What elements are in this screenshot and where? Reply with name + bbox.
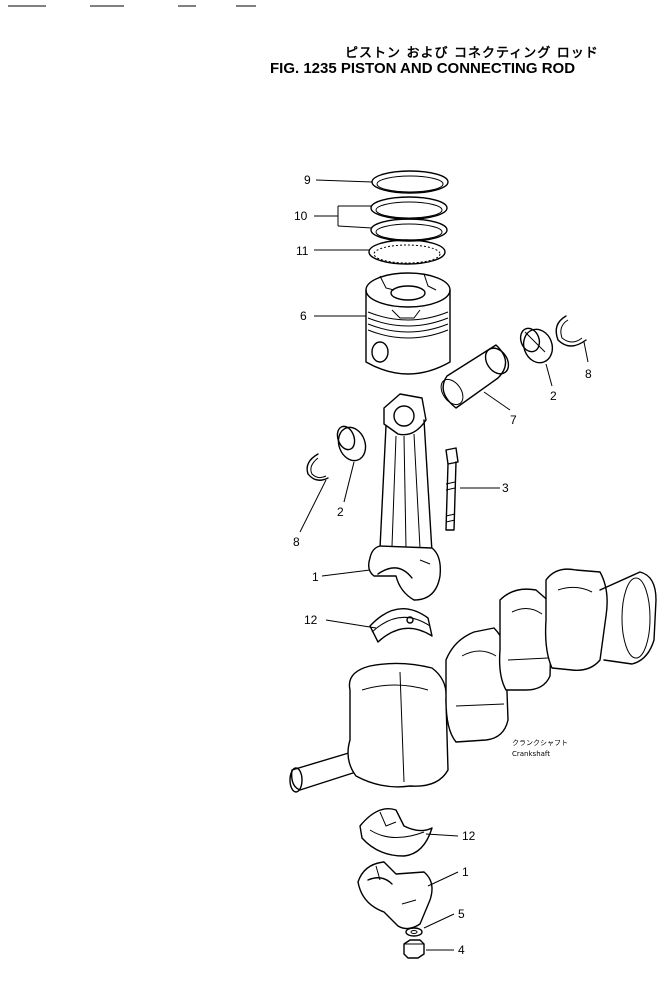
connecting-rod-cap <box>357 861 433 930</box>
callout-7: 7 <box>510 413 517 427</box>
callout-2-left: 2 <box>337 505 344 519</box>
right-bushing <box>519 327 554 364</box>
connecting-rod <box>367 393 442 601</box>
callout-1-upper: 1 <box>312 570 319 584</box>
callout-9: 9 <box>304 173 311 187</box>
callout-labels: 9 10 11 6 2 8 7 3 2 8 1 12 12 1 5 4 <box>293 173 592 957</box>
right-snap-ring <box>555 315 587 347</box>
left-bushing <box>336 425 367 462</box>
callout-3: 3 <box>502 481 509 495</box>
figure-number: FIG. 1235 <box>270 60 337 77</box>
upper-bearing-shell <box>369 608 433 643</box>
callout-2-right: 2 <box>550 389 557 403</box>
callout-8-left: 8 <box>293 535 300 549</box>
callout-12-upper: 12 <box>304 613 318 627</box>
piston-rings <box>368 170 449 265</box>
lower-bearing-shell <box>359 808 433 857</box>
leader-lines <box>299 179 589 951</box>
title-japanese: ピストン および コネクティング ロッド <box>345 46 599 61</box>
callout-8-right: 8 <box>585 367 592 381</box>
washer <box>405 927 423 937</box>
callout-11: 11 <box>296 244 309 258</box>
connecting-rod-bolt <box>445 447 459 531</box>
callout-6: 6 <box>300 309 307 323</box>
figure-title-text: PISTON AND CONNECTING ROD <box>340 60 576 77</box>
crankshaft <box>289 568 657 793</box>
callout-10: 10 <box>294 209 308 223</box>
crankshaft-label: クランクシャフト Crankshaft <box>512 739 568 758</box>
crankshaft-label-jp: クランクシャフト <box>512 739 568 747</box>
callout-4: 4 <box>458 943 465 957</box>
crankshaft-label-en: Crankshaft <box>512 750 550 758</box>
left-snap-ring <box>306 453 329 481</box>
piston-pin <box>440 344 510 409</box>
callout-1-lower: 1 <box>462 865 469 879</box>
piston <box>365 272 451 375</box>
callout-5: 5 <box>458 907 465 921</box>
nut <box>403 939 425 959</box>
callout-12-lower: 12 <box>462 829 476 843</box>
figure-title: FIG. 1235 PISTON AND CONNECTING ROD <box>270 60 575 77</box>
